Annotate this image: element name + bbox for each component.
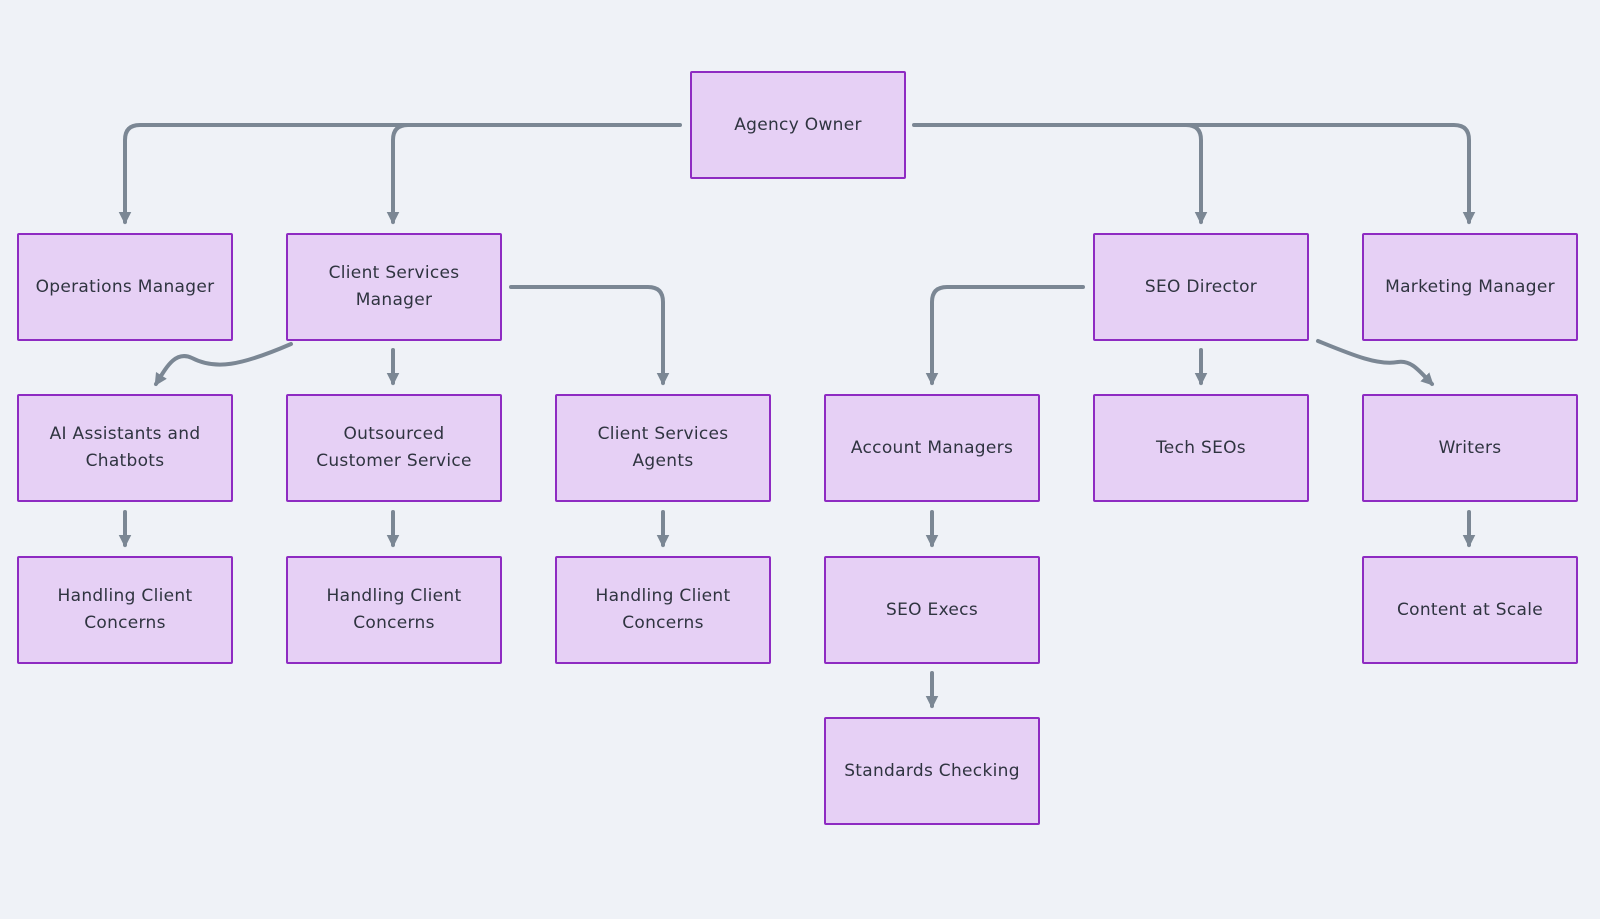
edge-seo-director-to-writers [1316, 339, 1434, 386]
node-ai-assistants[interactable]: AI Assistants and Chatbots [17, 394, 233, 502]
node-label: Tech SEOs [1156, 437, 1246, 458]
node-label: SEO Execs [886, 599, 978, 620]
node-label: Standards Checking [844, 760, 1020, 781]
edge-csm-to-ai-assistants [154, 342, 293, 387]
node-label: Content at Scale [1396, 599, 1544, 620]
node-account-managers[interactable]: Account Managers [824, 394, 1040, 502]
node-handling-client-concerns[interactable]: Handling Client Concerns [555, 556, 771, 664]
node-agency-owner[interactable]: Agency Owner [690, 71, 906, 179]
node-label: Marketing Manager [1385, 276, 1555, 297]
node-outsourced-customer-service[interactable]: Outsourced Customer Service [286, 394, 502, 502]
node-operations-manager[interactable]: Operations Manager [17, 233, 233, 341]
node-content-at-scale[interactable]: Content at Scale [1362, 556, 1578, 664]
node-client-services-manager[interactable]: Client Services Manager [286, 233, 502, 341]
node-label: Agency Owner [734, 114, 862, 135]
edge-seo-director-to-account-managers [925, 285, 1085, 386]
node-handling-client-concerns[interactable]: Handling Client Concerns [286, 556, 502, 664]
edge-csm-to-agents [509, 285, 670, 386]
node-client-services-agents[interactable]: Client Services Agents [555, 394, 771, 502]
node-standards-checking[interactable]: Standards Checking [824, 717, 1040, 825]
node-label: SEO Director [1144, 276, 1258, 297]
edge-owner-to-marketing-manager [1184, 123, 1476, 225]
node-tech-seos[interactable]: Tech SEOs [1093, 394, 1309, 502]
node-label: Writers [1438, 437, 1502, 458]
node-seo-director[interactable]: SEO Director [1093, 233, 1309, 341]
node-label: AI Assistants and Chatbots [49, 424, 201, 471]
node-label: Outsourced Customer Service [316, 424, 472, 471]
edge-owner-to-operations [118, 123, 682, 225]
node-label: Handling Client Concerns [57, 586, 193, 633]
node-label: Client Services Agents [597, 424, 729, 471]
node-label: Handling Client Concerns [595, 586, 731, 633]
node-label: Account Managers [850, 437, 1014, 458]
node-marketing-manager[interactable]: Marketing Manager [1362, 233, 1578, 341]
edge-owner-to-seo-director [912, 123, 1208, 225]
node-seo-execs[interactable]: SEO Execs [824, 556, 1040, 664]
node-writers[interactable]: Writers [1362, 394, 1578, 502]
node-label: Handling Client Concerns [326, 586, 462, 633]
node-label: Operations Manager [35, 276, 215, 297]
edge-owner-to-client-services-manager [386, 123, 410, 225]
node-handling-client-concerns[interactable]: Handling Client Concerns [17, 556, 233, 664]
node-label: Client Services Manager [328, 263, 460, 310]
